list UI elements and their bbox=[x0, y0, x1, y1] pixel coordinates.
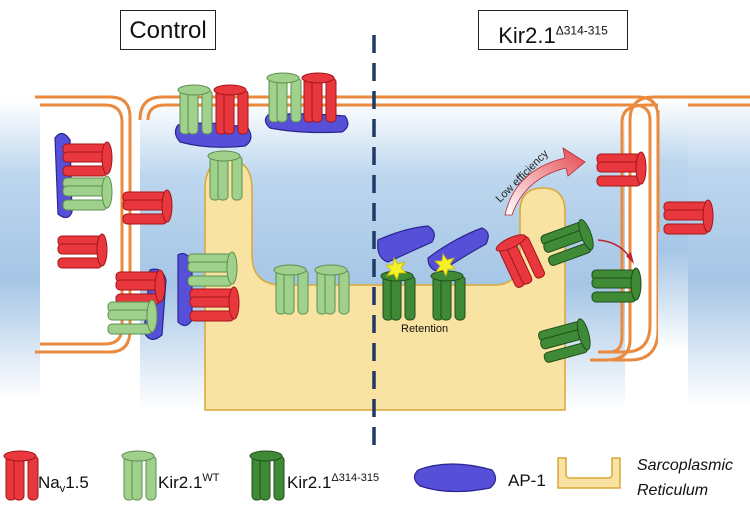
kir-wt-channel bbox=[187, 251, 238, 287]
kir-wt-channel bbox=[62, 175, 113, 211]
nav-channel bbox=[495, 234, 545, 288]
nav-channel bbox=[62, 141, 113, 177]
kir-mut-channel bbox=[591, 267, 642, 303]
nav-channel bbox=[663, 199, 714, 235]
movement-arrowhead bbox=[626, 252, 634, 264]
kir-wt-channel bbox=[266, 72, 302, 123]
star-icon bbox=[434, 252, 456, 278]
retention-label: Retention bbox=[401, 323, 448, 335]
cytoplasm-right-strip bbox=[688, 95, 750, 405]
legend-ap1-label: AP-1 bbox=[508, 471, 546, 490]
retention-stars bbox=[385, 252, 456, 282]
kir-wt-channel bbox=[107, 299, 158, 335]
ap1-blob bbox=[377, 225, 435, 263]
mutant-title-box: Kir2.1Δ314-315 bbox=[478, 10, 628, 50]
legend-kir-wt-icon bbox=[121, 450, 157, 501]
nav-channel bbox=[213, 84, 249, 135]
low-efficiency-arrow bbox=[504, 147, 586, 216]
cytoplasm-left-strip bbox=[0, 100, 40, 400]
nav-channel bbox=[115, 269, 166, 305]
nav-channel bbox=[301, 72, 337, 123]
kir-wt-channel bbox=[273, 264, 309, 315]
control-title: Control bbox=[129, 17, 207, 44]
legend-sr-line1: Sarcoplasmic bbox=[637, 457, 733, 474]
kir-wt-channel bbox=[207, 150, 243, 201]
star-icon bbox=[385, 256, 407, 282]
kir-mut-channel bbox=[538, 318, 591, 363]
nav-channel bbox=[122, 189, 173, 225]
legend-sr-icon bbox=[557, 457, 621, 489]
kir-wt-channel bbox=[314, 264, 350, 315]
channels bbox=[3, 72, 714, 501]
mutant-title: Kir2.1Δ314-315 bbox=[498, 23, 608, 49]
legend-nav-label: Nav1.5 bbox=[38, 473, 89, 495]
legend-nav-icon bbox=[3, 450, 39, 501]
kir-mut-channel bbox=[540, 218, 594, 266]
ap1-blob bbox=[413, 463, 497, 493]
kir-mut-channel bbox=[430, 270, 466, 321]
nav-channel bbox=[596, 151, 647, 187]
control-title-box: Control bbox=[120, 10, 216, 50]
legend-kir-wt-label: Kir2.1WT bbox=[158, 472, 220, 492]
kir-wt-channel bbox=[177, 84, 213, 135]
kir-mut-channel bbox=[380, 270, 416, 321]
nav-channel bbox=[57, 233, 108, 269]
legend-sr-line2: Reticulum bbox=[637, 482, 708, 499]
legend-kir-mut-icon bbox=[249, 450, 285, 501]
nav-channel bbox=[189, 286, 240, 322]
legend-kir-mut-label: Kir2.1Δ314-315 bbox=[287, 472, 379, 492]
